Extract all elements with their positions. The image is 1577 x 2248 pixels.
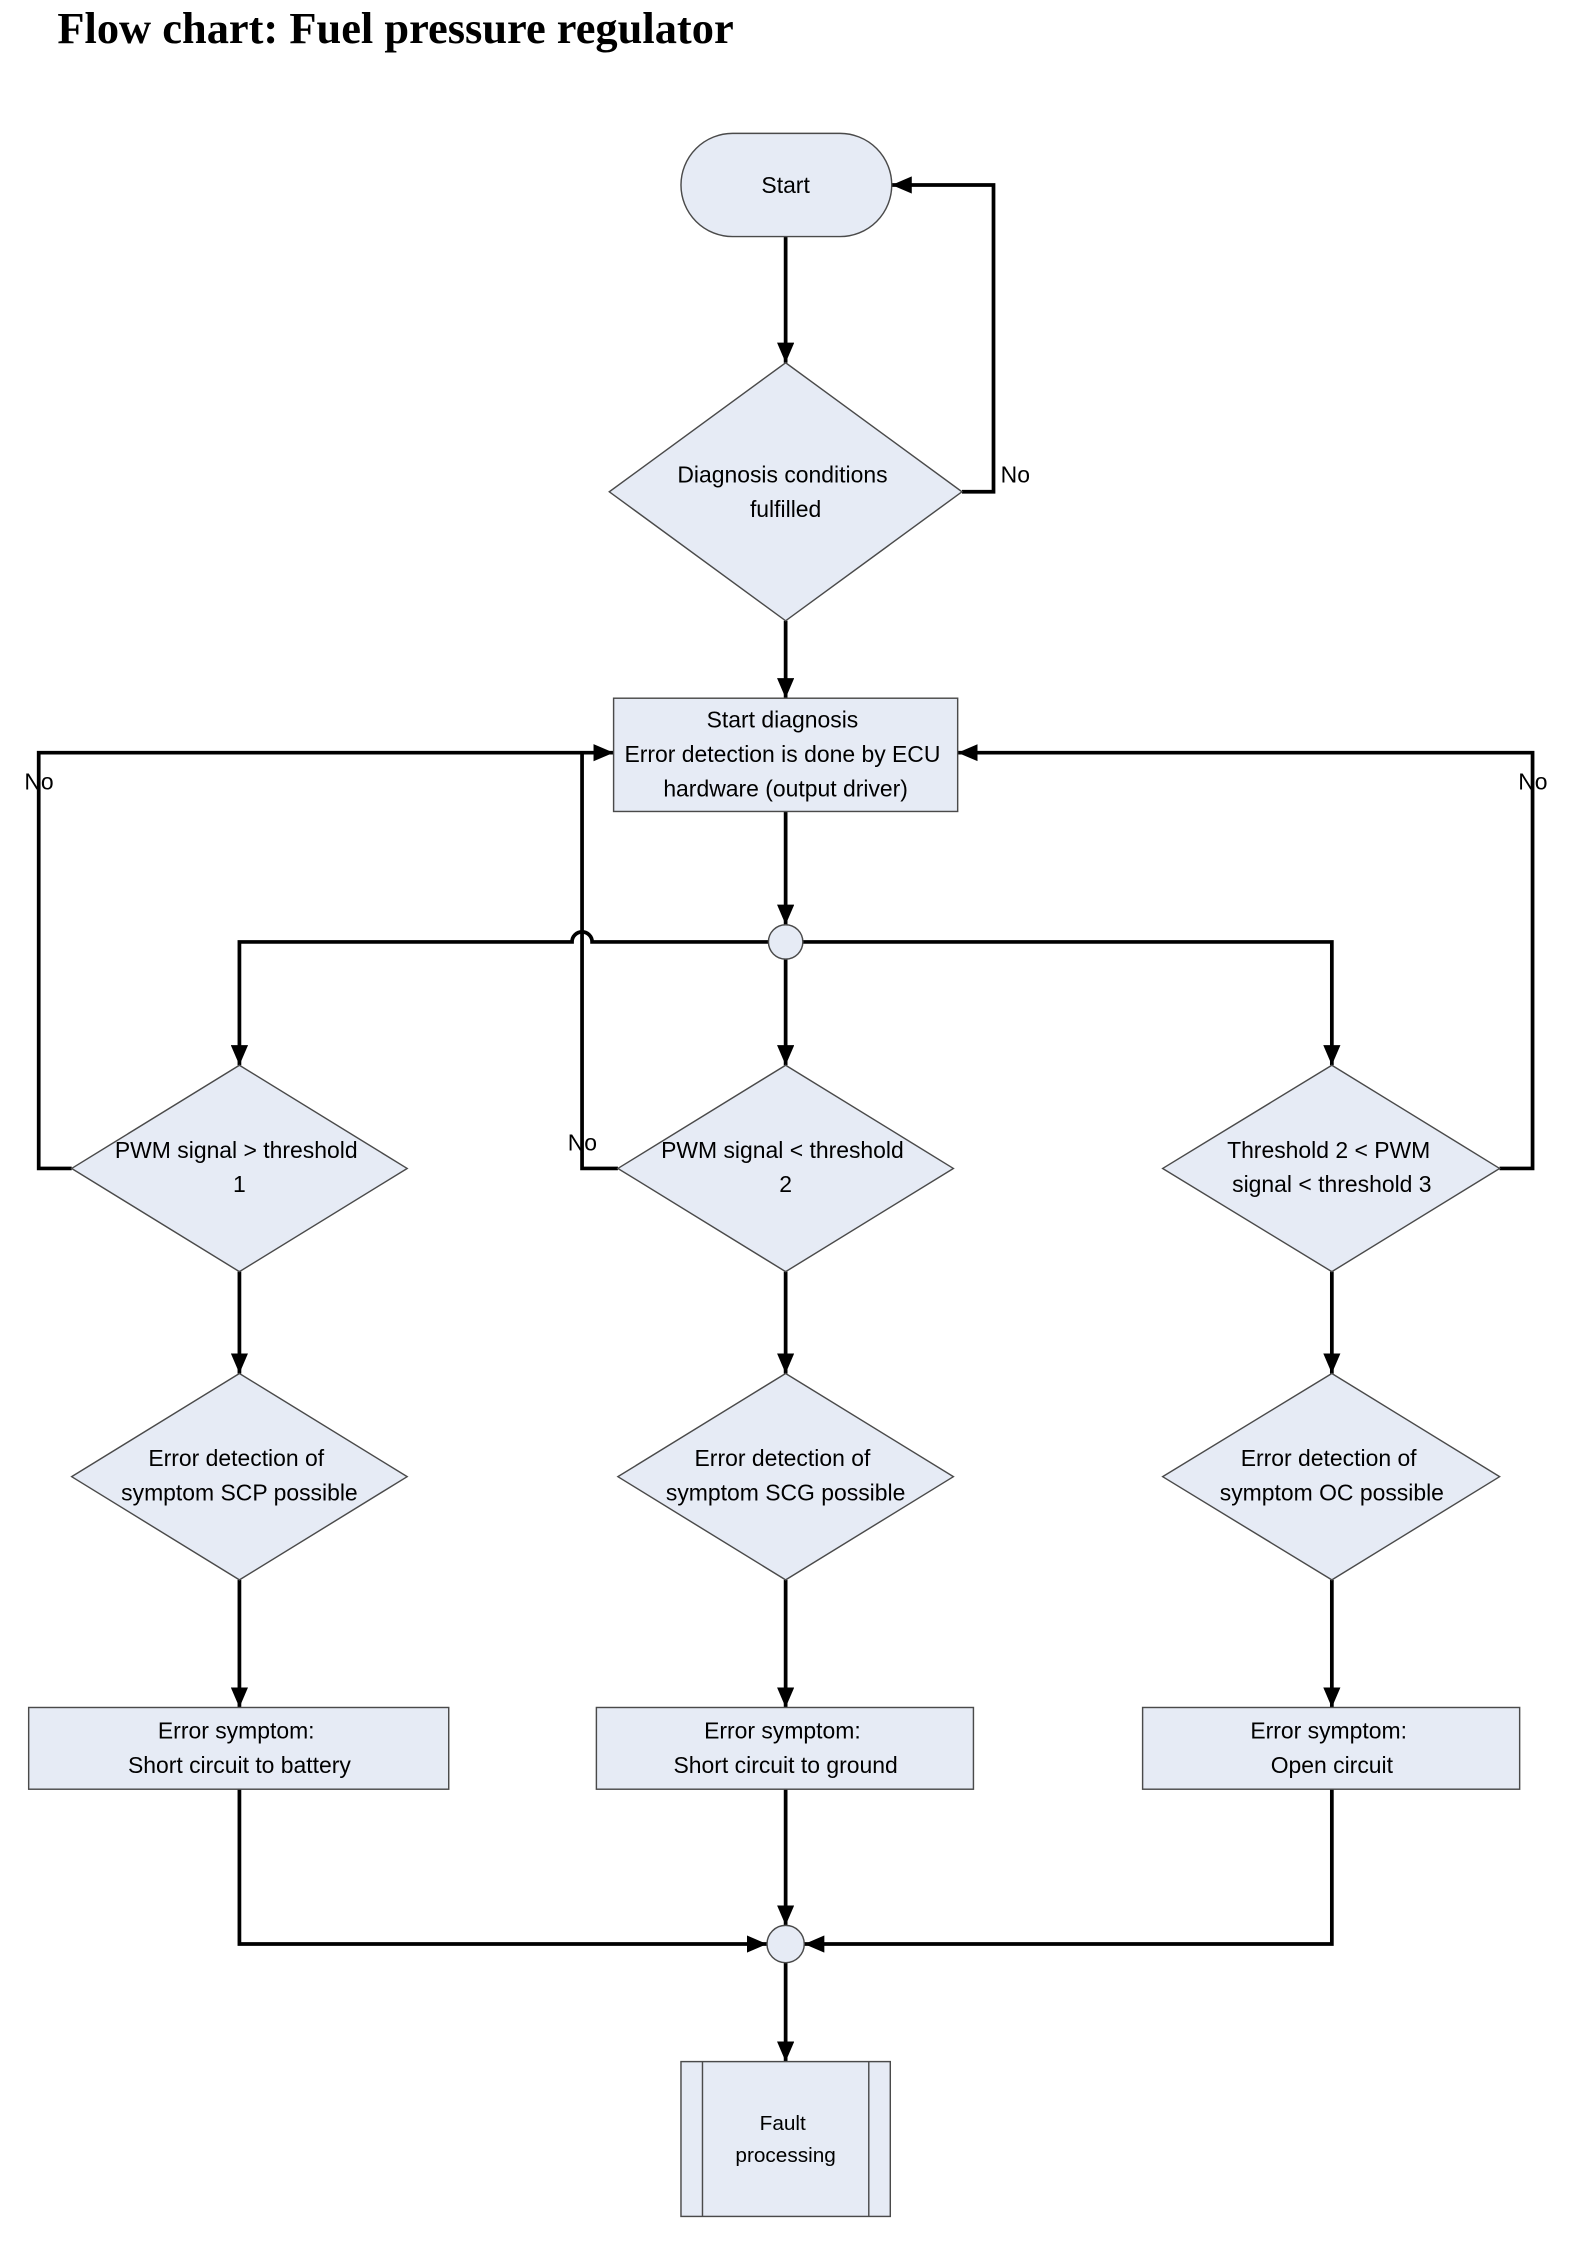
edge-threshold3-no-loop [957,744,1535,1171]
threshold2-pwm-threshold3-decision [1161,1064,1501,1273]
merge-connector [766,1924,805,1964]
symptom-scb-label: Error symptom: Short circuit to battery [128,1717,351,1777]
detect-oc-label: Error detection of symptom OC possible [1220,1445,1444,1505]
edge-split-left-branch [230,930,769,1066]
no-label-conditions: No [1001,462,1030,488]
symptom-scg-label: Error symptom: Short circuit to ground [674,1717,898,1777]
start-diagnosis-label: Start diagnosis Error detection is done … [624,707,946,802]
edge-split-right-branch [802,940,1341,1066]
symptom-oc-label: Error symptom: Open circuit [1250,1717,1413,1777]
edge-threshold2-no-loop [580,752,618,1171]
detect-oc-decision [1161,1372,1501,1581]
no-label-threshold3: No [1518,768,1547,794]
fault-processing-label: Fault processing [735,2112,835,2167]
detect-scp-decision [70,1372,409,1581]
start-label: Start [761,172,810,198]
fault-processing-box [680,2060,892,2218]
edge-scb-to-merge [237,1789,767,1953]
no-label-threshold1: No [24,768,53,794]
pwm-lt-threshold2-label: PWM signal < threshold 2 [661,1137,910,1197]
pwm-gt-threshold1-label: PWM signal > threshold 1 [115,1137,364,1197]
edge-threshold1-no-loop [36,744,614,1171]
start-terminator [680,132,893,238]
pwm-lt-threshold2-decision [616,1064,955,1273]
page-title: Flow chart: Fuel pressure regulator [57,3,733,53]
start-diagnosis-process [612,697,959,813]
detect-scg-decision [616,1372,955,1581]
diagnosis-conditions-label: Diagnosis conditions fulfilled [677,462,894,522]
symptom-scb-box [27,1706,450,1790]
symptom-scg-box [595,1706,975,1790]
detect-scp-label: Error detection of symptom SCP possible [121,1445,358,1505]
threshold2-pwm-threshold3-label: Threshold 2 < PWM signal < threshold 3 [1227,1137,1437,1197]
split-connector [767,924,804,960]
pwm-gt-threshold1-decision [70,1064,409,1273]
detect-scg-label: Error detection of symptom SCG possible [666,1445,905,1505]
edge-oc-to-merge [804,1789,1334,1953]
diagnosis-conditions-decision [608,361,964,622]
no-label-threshold2: No [568,1130,597,1156]
edge-conditions-no-loop [891,176,996,494]
symptom-oc-box [1141,1706,1521,1790]
